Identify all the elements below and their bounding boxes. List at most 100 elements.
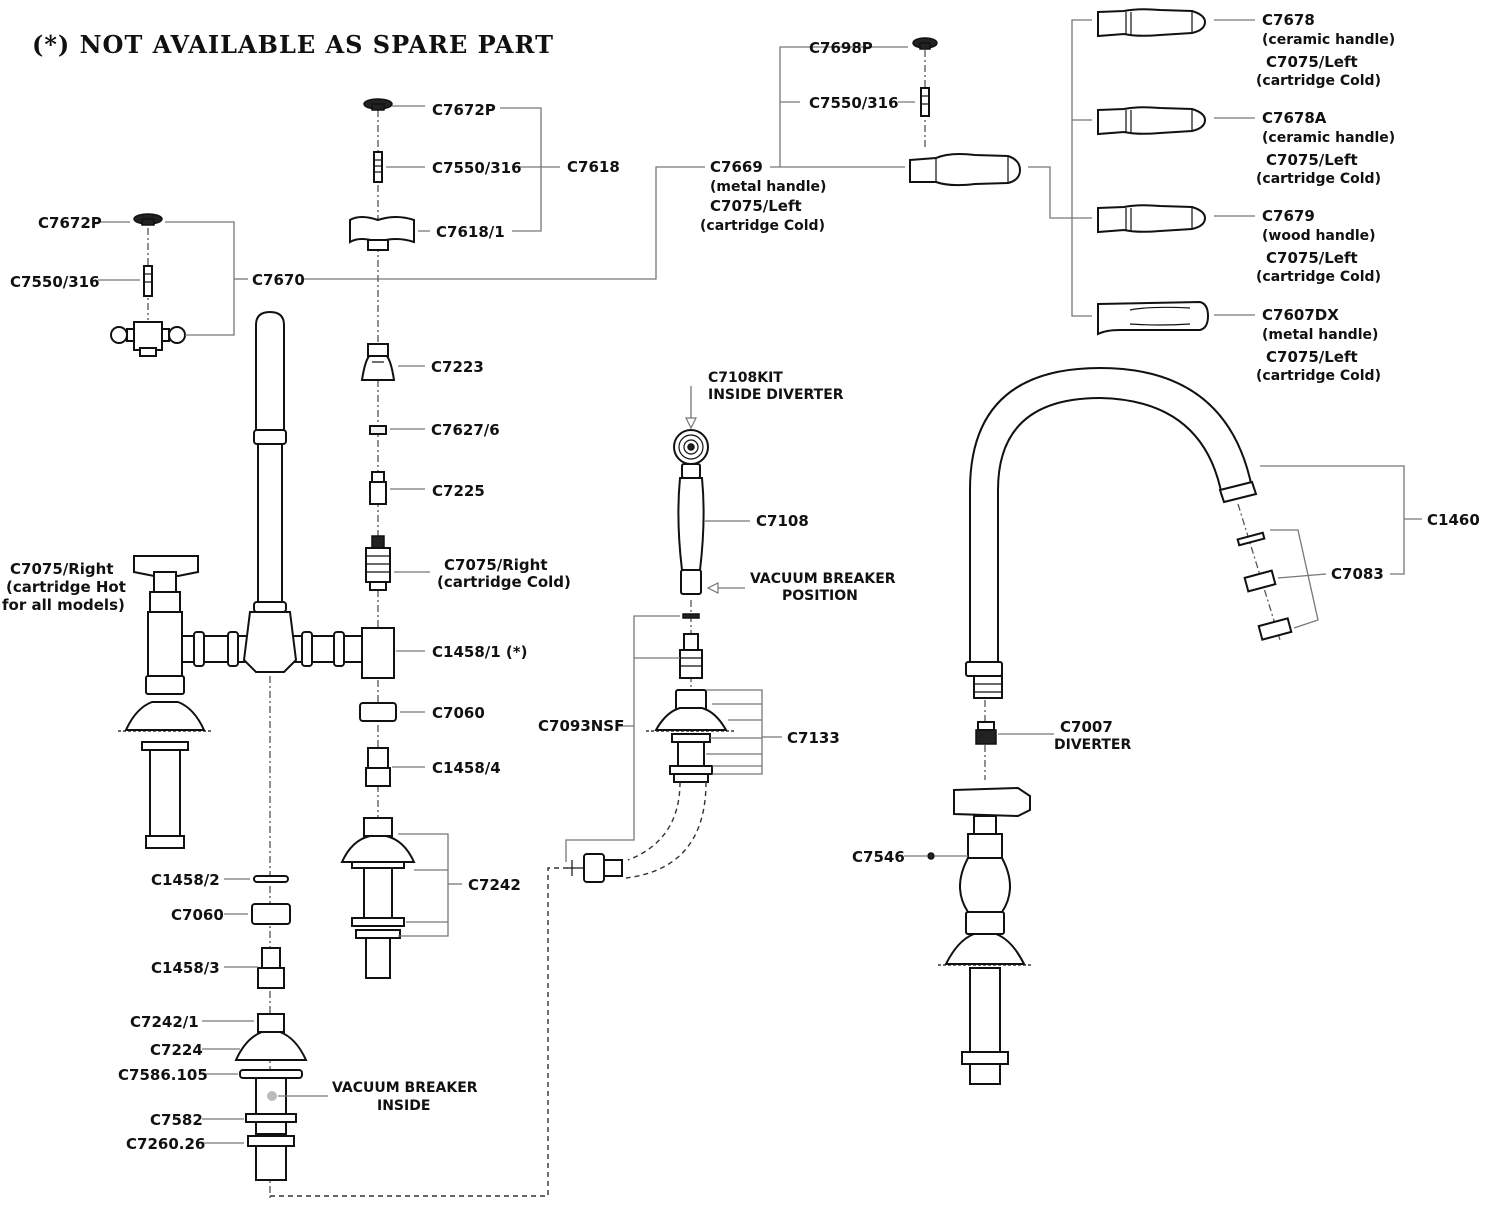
label-vb-position-2: POSITION [782, 588, 858, 604]
label-c7007-1: C7007 [1060, 718, 1113, 736]
hose-connector [679, 633, 703, 679]
label-c7678a-2: (ceramic handle) [1262, 130, 1395, 146]
label-c7698p: C7698P [809, 39, 873, 57]
label-c7075-right-hot-1: C7075/Right [10, 560, 114, 578]
label-c7075-right-cold-2: (cartridge Cold) [437, 573, 571, 591]
label-c7224: C7224 [150, 1041, 203, 1059]
label-vb-position-1: VACUUM BREAKER [750, 571, 896, 587]
grub-screw-c7546 [927, 852, 935, 860]
label-c7672p-left: C7672P [38, 214, 102, 232]
label-c7679-2: (wood handle) [1262, 228, 1376, 244]
label-c7225: C7225 [432, 482, 485, 500]
label-c7075-right-hot-2: (cartridge Hot [6, 578, 126, 596]
bridge-crossbar [177, 611, 395, 679]
nut-c7060-a [359, 702, 397, 722]
screw-c7550-mid [920, 87, 930, 117]
ring-c1458-2 [253, 875, 289, 883]
hand-spray-c7108 [673, 429, 709, 595]
label-c7678-4: (cartridge Cold) [1256, 73, 1381, 89]
label-c7678a-4: (cartridge Cold) [1256, 171, 1381, 187]
label-c7678a-3: C7075/Left [1266, 151, 1358, 169]
cap-c7698p [912, 37, 938, 50]
gooseneck-spout-c1460 [965, 366, 1258, 699]
label-c7678-1: C7678 [1262, 11, 1315, 29]
screw-c7550-top [373, 151, 383, 183]
label-c7108: C7108 [756, 512, 809, 530]
valve-stack-lower [234, 1013, 308, 1181]
part-labels: C7672P C7550/316 C7618 C7618/1 C7672P C7… [2, 11, 1480, 1153]
label-c1460: C1460 [1427, 511, 1480, 529]
label-c1458-3: C1458/3 [151, 959, 220, 977]
hot-valve-left [118, 555, 212, 849]
label-c7550-mid: C7550/316 [809, 94, 899, 112]
label-c7582: C7582 [150, 1111, 203, 1129]
spare-part-note: (*) NOT AVAILABLE AS SPARE PART [32, 30, 554, 59]
cross-handle-c7618-1 [349, 216, 415, 251]
label-c7669-3: C7075/Left [710, 197, 802, 215]
label-c7607dx-3: C7075/Left [1266, 348, 1358, 366]
label-vb-inside-1: VACUUM BREAKER [332, 1080, 478, 1096]
cap-c7672p-left [133, 213, 163, 226]
label-c7242: C7242 [468, 876, 521, 894]
label-c7678a-1: C7678A [1262, 109, 1327, 127]
label-c7679-4: (cartridge Cold) [1256, 269, 1381, 285]
label-c7679-1: C7679 [1262, 207, 1315, 225]
label-c7678-2: (ceramic handle) [1262, 32, 1395, 48]
connector-c1458-4 [365, 747, 391, 787]
ring-c7627-6 [369, 425, 387, 435]
label-vb-inside-2: INSIDE [377, 1098, 430, 1114]
label-c7060-b: C7060 [171, 906, 224, 924]
label-c1458-1: C1458/1 (*) [432, 643, 527, 661]
label-c7550-left: C7550/316 [10, 273, 100, 291]
label-c7678-3: C7075/Left [1266, 53, 1358, 71]
diverter-c7007 [975, 721, 997, 745]
screw-c7550-left [143, 265, 153, 297]
label-c7546: C7546 [852, 848, 905, 866]
hose-nut [568, 853, 623, 883]
label-c7133: C7133 [787, 729, 840, 747]
cartridge-c7075-right [365, 535, 391, 591]
label-c7607dx-1: C7607DX [1262, 306, 1339, 324]
nut-c7060-b [251, 903, 291, 925]
label-c7242-1: C7242/1 [130, 1013, 199, 1031]
label-c7618: C7618 [567, 158, 620, 176]
leader-lines [98, 19, 1422, 1144]
label-c1458-4: C1458/4 [432, 759, 501, 777]
label-c7093nsf: C7093NSF [538, 717, 624, 735]
handle-option-c7607dx [1097, 300, 1210, 336]
label-c7223: C7223 [431, 358, 484, 376]
label-c7672p-top: C7672P [432, 101, 496, 119]
label-c7075-right-hot-3: for all models) [2, 596, 125, 614]
label-c7075-right-cold-1: C7075/Right [444, 556, 548, 574]
label-c7670: C7670 [252, 271, 305, 289]
label-c7550-top: C7550/316 [432, 159, 522, 177]
handle-option-c7678 [1097, 8, 1207, 38]
label-c7260: C7260.26 [126, 1135, 205, 1153]
spindle-c7225 [369, 471, 387, 505]
label-c7586: C7586.105 [118, 1066, 208, 1084]
label-c7669-1: C7669 [710, 158, 763, 176]
connector-c1458-3 [257, 947, 285, 989]
bridge-riser [253, 310, 287, 613]
label-c7627-6: C7627/6 [431, 421, 500, 439]
label-c7060-a: C7060 [432, 704, 485, 722]
handle-option-c7679 [1097, 204, 1207, 234]
label-c7669-2: (metal handle) [710, 179, 826, 195]
washer-vb [682, 613, 700, 619]
label-c7007-2: DIVERTER [1054, 737, 1131, 753]
lever-handle-c7669 [909, 153, 1022, 187]
label-c7679-3: C7075/Left [1266, 249, 1358, 267]
valve-body-c7242 [340, 817, 416, 979]
label-c7618-1: C7618/1 [436, 223, 505, 241]
handle-option-c7678a [1097, 106, 1207, 136]
label-c7108kit-2: INSIDE DIVERTER [708, 387, 844, 403]
label-c7083: C7083 [1331, 565, 1384, 583]
label-c7607dx-2: (metal handle) [1262, 327, 1378, 343]
spout-valve-body [938, 786, 1032, 1085]
dashed-hose-route [270, 867, 568, 1197]
aerator-c7083 [1236, 531, 1293, 641]
label-c7108kit-1: C7108KIT [708, 370, 783, 386]
label-c7669-4: (cartridge Cold) [700, 218, 825, 234]
